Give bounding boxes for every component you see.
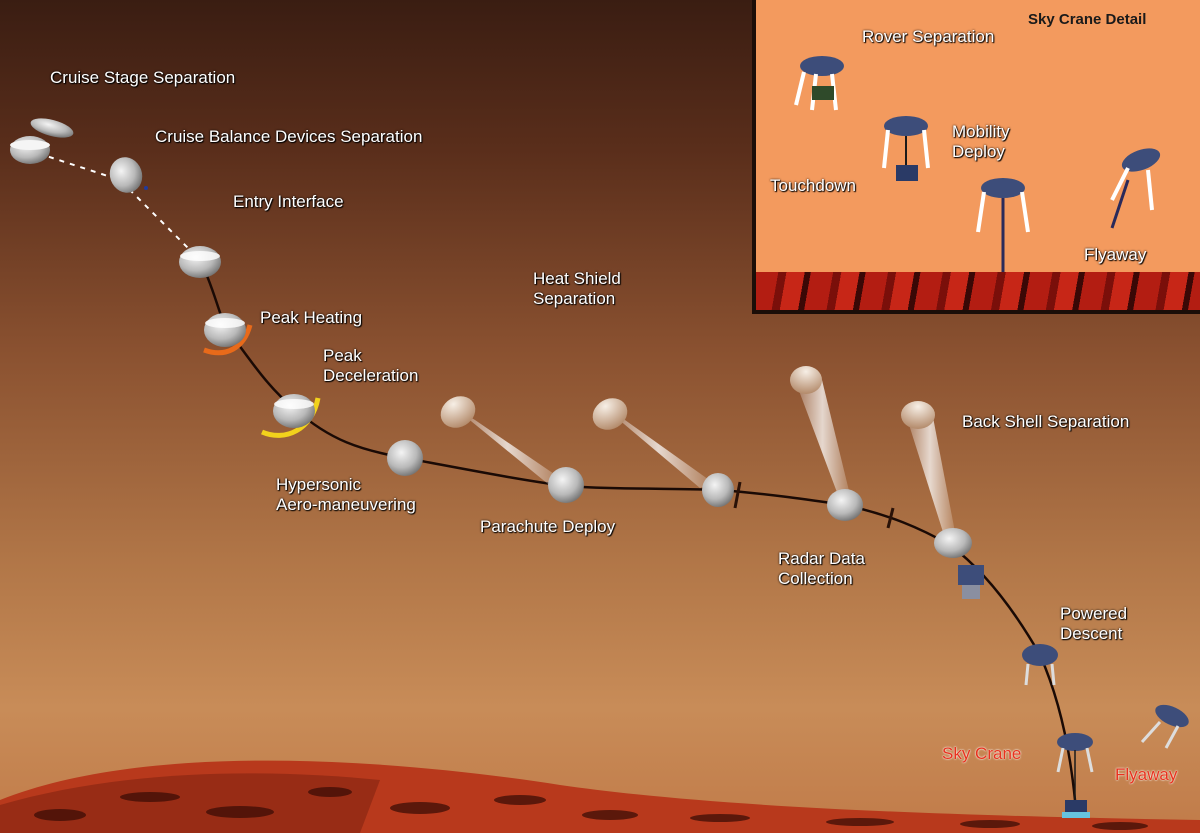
label-peak-deceleration-line2: Deceleration xyxy=(323,366,419,385)
peak-heating-capsule-icon xyxy=(203,313,253,356)
parachute-4-icon xyxy=(901,401,972,558)
label-cruise-balance-devices-separation: Cruise Balance Devices Separation xyxy=(155,127,423,146)
inset-label-mobility-line1: Mobility xyxy=(952,122,1010,141)
label-powered-descent-line1: Powered xyxy=(1060,604,1128,623)
balance-devices-icon xyxy=(109,157,148,193)
inset-rover-separation-icon xyxy=(794,56,844,111)
inset-label-rover-separation: Rover Separation xyxy=(862,27,995,46)
inset-mobility-deploy-icon xyxy=(882,116,930,181)
label-powered-descent-line2: Descent xyxy=(1060,624,1123,643)
label-entry-interface: Entry Interface xyxy=(233,192,344,211)
inset-label-mobility-line2: Deploy xyxy=(952,142,1005,161)
peak-deceleration-arc xyxy=(261,397,321,438)
label-heat-shield-line2: Separation xyxy=(533,289,616,308)
entry-capsule-icon xyxy=(179,246,221,278)
label-peak-deceleration-line1: Peak xyxy=(323,346,362,365)
inset-title: Sky Crane Detail xyxy=(1028,11,1147,28)
trajectory-line xyxy=(198,259,1077,801)
inset-label-touchdown: Touchdown xyxy=(770,176,857,195)
parachute-1-icon xyxy=(440,396,584,503)
label-flyaway: Flyaway xyxy=(1115,765,1178,784)
label-hypersonic-line1: Hypersonic xyxy=(276,475,362,494)
powered-descent-stage-icon xyxy=(958,565,1058,686)
flyaway-stage-icon xyxy=(1140,704,1189,749)
peak-heating-arc xyxy=(203,324,253,356)
parachute-2-icon xyxy=(592,398,742,509)
label-back-shell-separation: Back Shell Separation xyxy=(962,412,1130,431)
sky-crane-icon xyxy=(1056,733,1094,818)
sky-crane-detail-inset: Sky Crane Detail Rover Separation Mobili… xyxy=(752,0,1200,314)
label-radar-data-line1: Radar Data xyxy=(778,549,865,568)
label-radar-data-line2: Collection xyxy=(778,569,853,588)
label-hypersonic-line2: Aero-maneuvering xyxy=(276,495,416,514)
cruise-stage-icon xyxy=(10,118,74,164)
mars-surface-texture xyxy=(0,773,380,833)
surface-dark-patches xyxy=(34,787,1148,830)
peak-deceleration-capsule-icon xyxy=(261,394,321,438)
inset-ground xyxy=(756,272,1200,310)
hypersonic-capsule-icon xyxy=(387,440,423,476)
label-cruise-stage-separation: Cruise Stage Separation xyxy=(50,68,236,87)
label-peak-heating: Peak Heating xyxy=(260,308,363,327)
label-sky-crane: Sky Crane xyxy=(942,744,1022,763)
label-heat-shield-line1: Heat Shield xyxy=(533,269,621,288)
inset-label-flyaway: Flyaway xyxy=(1084,245,1147,264)
parachute-3-icon xyxy=(790,366,895,529)
label-parachute-deploy: Parachute Deploy xyxy=(480,517,616,536)
